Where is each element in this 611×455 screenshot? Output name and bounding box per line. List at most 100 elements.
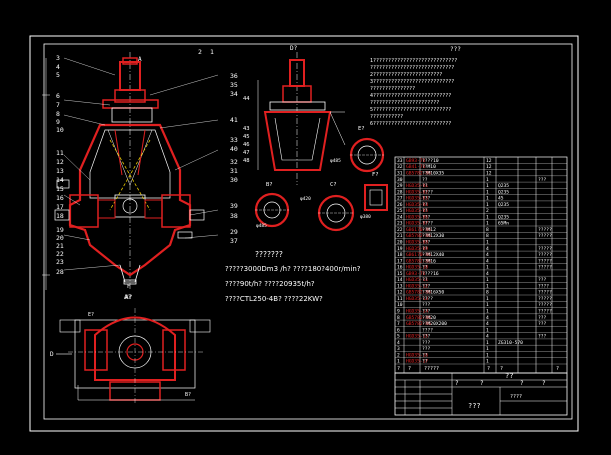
bom-cell-name: ??? xyxy=(422,196,431,202)
balloon: 30 xyxy=(230,176,238,184)
bom-cell-no: 16 xyxy=(397,265,403,271)
main-elevation-view[interactable]: A xyxy=(42,48,238,301)
bom-cell-code: HGD35-11 xyxy=(406,277,428,283)
bom-cell-qty: 1 xyxy=(486,265,489,271)
bom-cell-qty: 4 xyxy=(486,321,489,327)
balloon: 46 xyxy=(243,142,250,148)
balloon: 15 xyxy=(56,185,64,193)
bom-cell-no: 7 xyxy=(397,321,400,327)
bom-cell-name: ?? xyxy=(422,208,428,214)
bom-cell-name: ????16 xyxy=(422,271,439,277)
bom-cell-no: 2 xyxy=(397,352,400,358)
bom-cell-note: ????? xyxy=(538,302,552,308)
view-label-c: C? xyxy=(330,182,337,188)
bom-cell-name: ??? xyxy=(422,302,431,308)
bom-cell-qty: 8 xyxy=(486,290,489,296)
balloon: 3 xyxy=(56,54,60,62)
bom-cell-mat: Q235 xyxy=(498,214,509,220)
bom-cell-code: GB93-76 xyxy=(406,271,426,277)
title-block[interactable]: ?? ? ? ? ? ??? ???? xyxy=(394,372,568,416)
bom-cell-note: ???? xyxy=(538,283,549,289)
tech-note-line: ??????????? xyxy=(370,114,403,120)
balloon: 48 xyxy=(243,158,250,164)
bom-cell-code: HGD35-14 xyxy=(406,309,428,315)
bom-cell-qty: 12 xyxy=(486,158,492,164)
bom-cell-no: 18 xyxy=(397,252,403,258)
bom-cell-no: 17 xyxy=(397,258,403,264)
balloon: 31 xyxy=(230,167,238,175)
bom-cell-no: 20 xyxy=(397,240,403,246)
plan-view-a[interactable]: A? D E? B? xyxy=(50,294,211,405)
bom-cell-code: HGD35-06 xyxy=(406,214,428,220)
bom-cell-name: ?? xyxy=(422,183,428,189)
side-view[interactable]: D? 44 43 45 46 47 48 xyxy=(243,45,346,185)
bom-cell-code: HGD35-10 xyxy=(406,265,428,271)
detail-view-b[interactable]: B? φ485 xyxy=(254,182,290,229)
bom-cell-no: 8 xyxy=(397,315,400,321)
detail-view-f[interactable]: F? φ380 xyxy=(360,172,388,220)
balloon: 47 xyxy=(243,150,250,156)
bom-cell-no: 9 xyxy=(397,309,400,315)
bom-cell-qty: 1 xyxy=(486,177,489,183)
balloon: 4 xyxy=(56,63,60,71)
bom-cell-code: HGD35-09 xyxy=(406,246,428,252)
bom-cell-no: 30 xyxy=(397,177,403,183)
tech-note-line: 1???????????????????????????? xyxy=(370,58,457,64)
bom-cell-note: ??? xyxy=(538,277,547,283)
bom-cell-code: GB5782-86 xyxy=(406,258,431,264)
bom-cell-no: 22 xyxy=(397,227,403,233)
detail-view-e[interactable]: E? φ485 xyxy=(330,126,385,173)
bom-cell-name: ????10 xyxy=(422,158,439,164)
view-label-side: D? xyxy=(290,45,298,52)
bom-cell-no: 21 xyxy=(397,233,403,239)
bom-header-code: ? xyxy=(408,366,411,372)
specifications: ??????? ?????3000Dm3 /h? ????180?400r/mi… xyxy=(225,250,361,303)
balloon: 28 xyxy=(56,268,64,276)
balloon-column-right: 2 1 36 35 34 41 33 40 32 31 30 39 38 29 … xyxy=(198,48,238,245)
bom-cell-qty: 1 xyxy=(486,214,489,220)
bom-cell-code: GB6170-86 xyxy=(406,252,431,258)
balloon: 35 xyxy=(230,81,238,89)
tech-notes-title: ??? xyxy=(450,46,461,53)
balloon: 36 xyxy=(230,72,238,80)
balloon: 21 xyxy=(56,242,64,250)
bom-cell-note: ??? xyxy=(538,315,547,321)
marker-b: B? xyxy=(185,392,191,398)
bom-cell-no: 27 xyxy=(397,196,403,202)
balloon: 12 xyxy=(56,158,64,166)
balloon: 44 xyxy=(243,96,250,102)
bom-cell-code: HGD35-17 xyxy=(406,359,428,365)
bom-cell-name: ??M16 xyxy=(422,258,436,264)
bom-cell-qty: 1 xyxy=(486,346,489,352)
bom-header-note: ? xyxy=(556,366,559,372)
bom-header-no: ? xyxy=(397,366,400,372)
bom-cell-name: ??? xyxy=(422,340,431,346)
bom-cell-name: ??? xyxy=(422,346,431,352)
bom-cell-note: ????? xyxy=(538,265,552,271)
bom-cell-code: HGD35-13 xyxy=(406,296,428,302)
balloon: 32 xyxy=(230,158,238,166)
balloon-column-left: 3 4 5 6 7 8 9 10 11 12 13 14 15 16 17 18… xyxy=(56,54,64,276)
bom-cell-no: 28 xyxy=(397,189,403,195)
spec-line: ????90t/h? ????20935t/h? xyxy=(225,280,315,288)
bom-cell-code: HGD35-01 xyxy=(406,183,428,189)
bom-cell-no: 25 xyxy=(397,208,403,214)
bom-cell-no: 33 xyxy=(397,158,403,164)
bom-cell-qty: 1 xyxy=(486,309,489,315)
bom-cell-no: 14 xyxy=(397,277,403,283)
bom-cell-no: 13 xyxy=(397,283,403,289)
bom-cell-note: ????? xyxy=(538,309,552,315)
bom-cell-code: HGD35-07 xyxy=(406,221,428,227)
bom-cell-mat: 65Mn xyxy=(498,221,509,227)
balloon: 43 xyxy=(243,126,250,132)
bom-cell-no: 5 xyxy=(397,334,400,340)
bom-header-mat: ? xyxy=(500,366,503,372)
bom-cell-qty: 12 xyxy=(486,164,492,170)
detail-view-c[interactable]: C? φ420 xyxy=(300,182,355,232)
view-label-e: E? xyxy=(358,126,365,132)
bom-cell-qty: 1 xyxy=(486,359,489,365)
balloon: 39 xyxy=(230,202,238,210)
balloon: 23 xyxy=(56,258,64,266)
